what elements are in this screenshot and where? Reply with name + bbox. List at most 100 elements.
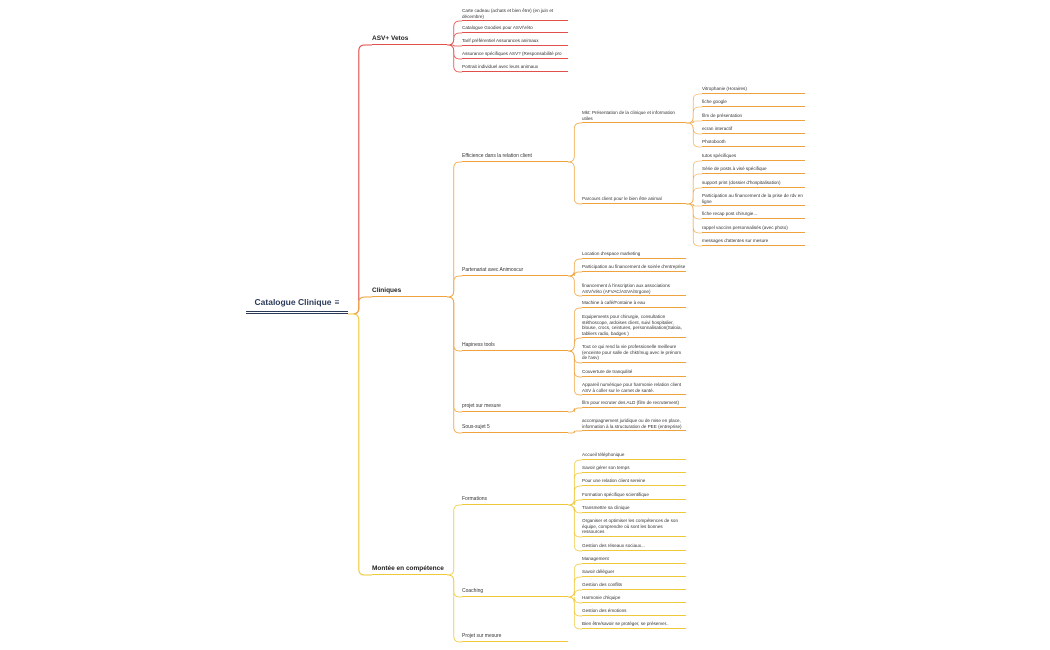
leaf-node[interactable]: Savoir gérer son temps [582,465,686,473]
leaf-node[interactable]: rappel vaccins personnalisés (avec photo… [702,225,805,233]
leaf-node[interactable]: support print (dossier d'hospitalisation… [702,180,805,188]
leaf-node[interactable]: Accueil téléphonique [582,452,686,460]
leaf-node[interactable]: Location d'espace marketing [582,251,686,259]
leaf-node[interactable]: Management [582,556,686,564]
connector-line [447,296,462,434]
leaf-node[interactable]: Harmonie d'équipe [582,595,686,603]
topic-node[interactable]: Sous-sujet 5 [462,424,568,433]
connector-line [568,350,582,378]
topic-node[interactable]: Efficience dans la relation client [462,153,568,162]
connector-line [447,44,462,73]
connector-line [686,106,702,124]
leaf-node[interactable]: Portrait individuel avec leurs animaux [462,64,568,72]
connector-line [568,407,582,413]
connector-line [686,122,702,148]
subtopic-node[interactable]: Parcours client pour le bien être animal [582,196,686,204]
connector-line [686,120,702,124]
leaf-node[interactable]: financement à l'inscription aux associat… [582,283,686,297]
connector-line [568,275,582,297]
connector-line [447,44,462,47]
connector-line [686,122,702,135]
root-label: Catalogue Clinique [254,297,332,307]
topic-node[interactable]: Partenariat avec Animoscur [462,267,568,276]
subtopic-node[interactable]: Mkt: Présentation de la clinique et info… [582,110,686,124]
leaf-node[interactable]: messages d'attentes sur mesure [702,238,805,246]
root-node[interactable]: Catalogue Clinique≡ [246,297,348,314]
leaf-node[interactable]: Vitrophanie (Horaires) [702,86,805,94]
topic-node[interactable]: projet sur mesure [462,403,568,412]
topic-node[interactable]: Formations [462,496,568,505]
connector-line [686,203,702,207]
connector-line [568,161,582,205]
topic-node[interactable]: Hapiness tools [462,342,568,351]
leaf-node[interactable]: Catalogue Goodies pour ASV/Véto [462,25,568,33]
connector-line [568,350,582,396]
leaf-node[interactable]: Carte cadeau (achats et bien être) (en j… [462,8,568,22]
connector-line [568,504,582,552]
connector-line [568,596,582,630]
connector-line [686,173,702,205]
connector-line [348,44,372,315]
leaf-node[interactable]: fiche google [702,99,805,107]
leaf-node[interactable]: Formation spécifique scientifique [582,492,686,500]
leaf-node[interactable]: Participation au financement de la prise… [702,193,805,207]
menu-icon[interactable]: ≡ [334,297,340,307]
leaf-node[interactable]: Assurance spécifiques ASV? (Responsabili… [462,51,568,59]
connector-line [447,504,462,576]
leaf-node[interactable]: Couverture de tranquilité [582,369,686,377]
topic-node[interactable]: Projet sur mesure [462,633,568,642]
leaf-node[interactable]: Photobooth [702,139,805,147]
connector-line [447,275,462,298]
connector-line [686,203,702,234]
connector-line [447,574,462,598]
connector-line [568,307,582,352]
leaf-node[interactable]: accompagnement juridique ou de mise en p… [582,418,686,432]
leaf-node[interactable]: Pour une relation client sereine [582,478,686,486]
leaf-node[interactable]: Participation au financement de soirée d… [582,264,686,272]
leaf-node[interactable]: Equipements pour chirurgie, consultation… [582,314,686,339]
leaf-node[interactable]: Gestion des réseaux sociaux... [582,543,686,551]
leaf-node[interactable]: Tout ce qui rend la vie professionelle m… [582,344,686,363]
branch-cliniques[interactable]: Cliniques [372,287,447,297]
leaf-node[interactable]: Transmettre sa clinique [582,505,686,513]
connector-line [568,499,582,506]
connector-line [447,574,462,643]
leaf-node[interactable]: fiche recap post chirurgie... [702,211,805,219]
leaf-node[interactable]: tutos spécifiques [702,153,805,161]
connector-line [568,504,582,514]
leaf-node[interactable]: Tarif préférentiel Assurances animaux [462,38,568,46]
connector-line [568,459,582,506]
connector-line [348,296,372,315]
leaf-node[interactable]: Bien être/savoir se protéger, se préserv… [582,621,686,629]
leaf-node[interactable]: Organiser et optimiser les compétences d… [582,518,686,537]
connector-line [568,589,582,598]
leaf-node[interactable]: Série de posts à visé spécifique [702,166,805,174]
topic-node[interactable]: Coaching [462,588,568,597]
connector-line [568,337,582,352]
connector-line [686,93,702,124]
leaf-node[interactable]: Machine à café/Fontaine à eau [582,300,686,308]
leaf-node[interactable]: Gestion des conflits [582,582,686,590]
connector-line [568,576,582,598]
leaf-node[interactable]: ecran interactif [702,126,805,134]
connector-line [447,44,462,60]
connector-line [686,203,702,247]
leaf-node[interactable]: Appareil numérique pour harmonie relatio… [582,382,686,396]
connector-line [568,350,582,364]
connector-line [568,122,582,163]
leaf-node[interactable]: Savoir déléguer [582,569,686,577]
connector-line [568,430,582,434]
connector-line [447,161,462,298]
branch-asv-vetos[interactable]: ASV+ Vetos [372,35,447,45]
connector-line [447,296,462,413]
connector-line [568,596,582,604]
connector-line [686,160,702,205]
connector-line [447,32,462,46]
branch-montee-en-competence[interactable]: Montée en compétence [372,565,447,575]
leaf-node[interactable]: film de présentation [702,113,805,121]
leaf-node[interactable]: film pour recruter des ALD (film de recr… [582,400,686,408]
leaf-node[interactable]: Gestion des émotions [582,608,686,616]
connector-line [447,296,462,352]
connector-line [686,187,702,205]
